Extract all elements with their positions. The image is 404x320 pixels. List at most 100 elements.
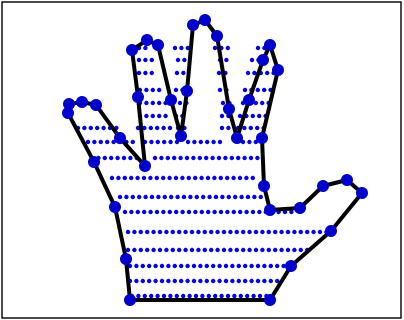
grid-point bbox=[151, 248, 155, 252]
grid-point bbox=[211, 264, 215, 268]
grid-point bbox=[147, 279, 151, 283]
grid-point bbox=[190, 230, 194, 234]
grid-point bbox=[171, 230, 175, 234]
outline-vertex bbox=[109, 201, 121, 213]
grid-point bbox=[222, 248, 226, 252]
grid-point bbox=[139, 230, 143, 234]
grid-point bbox=[224, 58, 228, 62]
grid-point bbox=[82, 126, 86, 130]
grid-point bbox=[115, 156, 119, 160]
grid-point bbox=[194, 294, 198, 298]
grid-point bbox=[224, 279, 228, 283]
outline-vertex bbox=[175, 130, 187, 142]
grid-point bbox=[89, 126, 93, 130]
grid-point bbox=[183, 230, 187, 234]
grid-point bbox=[141, 279, 145, 283]
outline-vertex bbox=[152, 39, 164, 51]
grid-point bbox=[177, 248, 181, 252]
grid-point bbox=[237, 264, 241, 268]
grid-point bbox=[95, 126, 99, 130]
grid-point bbox=[155, 210, 159, 214]
grid-point bbox=[211, 140, 215, 144]
grid-point bbox=[163, 195, 167, 199]
grid-point bbox=[227, 195, 231, 199]
grid-point bbox=[219, 210, 223, 214]
grid-point bbox=[182, 58, 186, 62]
grid-point bbox=[262, 88, 266, 92]
grid-point bbox=[247, 230, 251, 234]
grid-point bbox=[269, 279, 273, 283]
grid-point bbox=[160, 264, 164, 268]
grid-point bbox=[196, 248, 200, 252]
grid-point bbox=[149, 140, 153, 144]
outline-vertex bbox=[285, 260, 297, 272]
grid-point bbox=[292, 248, 296, 252]
grid-point bbox=[217, 264, 221, 268]
grid-point bbox=[260, 248, 264, 252]
grid-point bbox=[209, 248, 213, 252]
grid-point bbox=[215, 230, 219, 234]
grid-point bbox=[126, 230, 130, 234]
grid-point bbox=[110, 176, 114, 180]
grid-point bbox=[167, 176, 171, 180]
grid-point bbox=[262, 279, 266, 283]
outline-vertex bbox=[243, 94, 255, 106]
grid-point bbox=[286, 230, 290, 234]
grid-point bbox=[191, 156, 195, 160]
grid-point bbox=[136, 294, 140, 298]
grid-point bbox=[166, 156, 170, 160]
grid-point bbox=[198, 156, 202, 160]
grid-point bbox=[123, 210, 127, 214]
grid-point bbox=[242, 126, 246, 130]
grid-point bbox=[219, 294, 223, 298]
outline-vertex bbox=[325, 225, 337, 237]
grid-point bbox=[207, 294, 211, 298]
grid-point bbox=[101, 126, 105, 130]
grid-point bbox=[173, 264, 177, 268]
grid-point bbox=[162, 294, 166, 298]
grid-point bbox=[232, 210, 236, 214]
grid-point bbox=[92, 140, 96, 144]
grid-point bbox=[157, 88, 161, 92]
grid-point bbox=[143, 58, 147, 62]
grid-point bbox=[217, 71, 221, 75]
grid-point bbox=[131, 195, 135, 199]
grid-point bbox=[251, 294, 255, 298]
grid-point bbox=[164, 230, 168, 234]
grid-point bbox=[207, 195, 211, 199]
grid-point bbox=[200, 294, 204, 298]
grid-point bbox=[151, 114, 155, 118]
grid-point bbox=[109, 156, 113, 160]
outline-vertex bbox=[257, 54, 269, 66]
grid-point bbox=[168, 210, 172, 214]
grid-point bbox=[169, 195, 173, 199]
grid-point bbox=[255, 126, 259, 130]
grid-point bbox=[175, 71, 179, 75]
grid-point bbox=[252, 195, 256, 199]
outline-vertex bbox=[114, 132, 126, 144]
grid-point bbox=[166, 264, 170, 268]
grid-point bbox=[155, 294, 159, 298]
outline-vertex bbox=[264, 294, 276, 306]
grid-point bbox=[275, 264, 279, 268]
grid-point bbox=[311, 230, 315, 234]
grid-point bbox=[225, 176, 229, 180]
grid-point bbox=[150, 71, 154, 75]
grid-point bbox=[193, 210, 197, 214]
grid-point bbox=[299, 248, 303, 252]
grid-point bbox=[192, 264, 196, 268]
grid-point bbox=[205, 279, 209, 283]
grid-point bbox=[305, 230, 309, 234]
grid-point bbox=[180, 210, 184, 214]
grid-point bbox=[173, 46, 177, 50]
grid-point bbox=[230, 156, 234, 160]
grid-point bbox=[269, 264, 273, 268]
grid-point bbox=[220, 195, 224, 199]
grid-point bbox=[273, 248, 277, 252]
grid-point bbox=[258, 294, 262, 298]
grid-point bbox=[249, 264, 253, 268]
grid-point bbox=[279, 248, 283, 252]
outline-vertex bbox=[272, 64, 284, 76]
outline-vertex bbox=[132, 91, 144, 103]
grid-point bbox=[193, 176, 197, 180]
